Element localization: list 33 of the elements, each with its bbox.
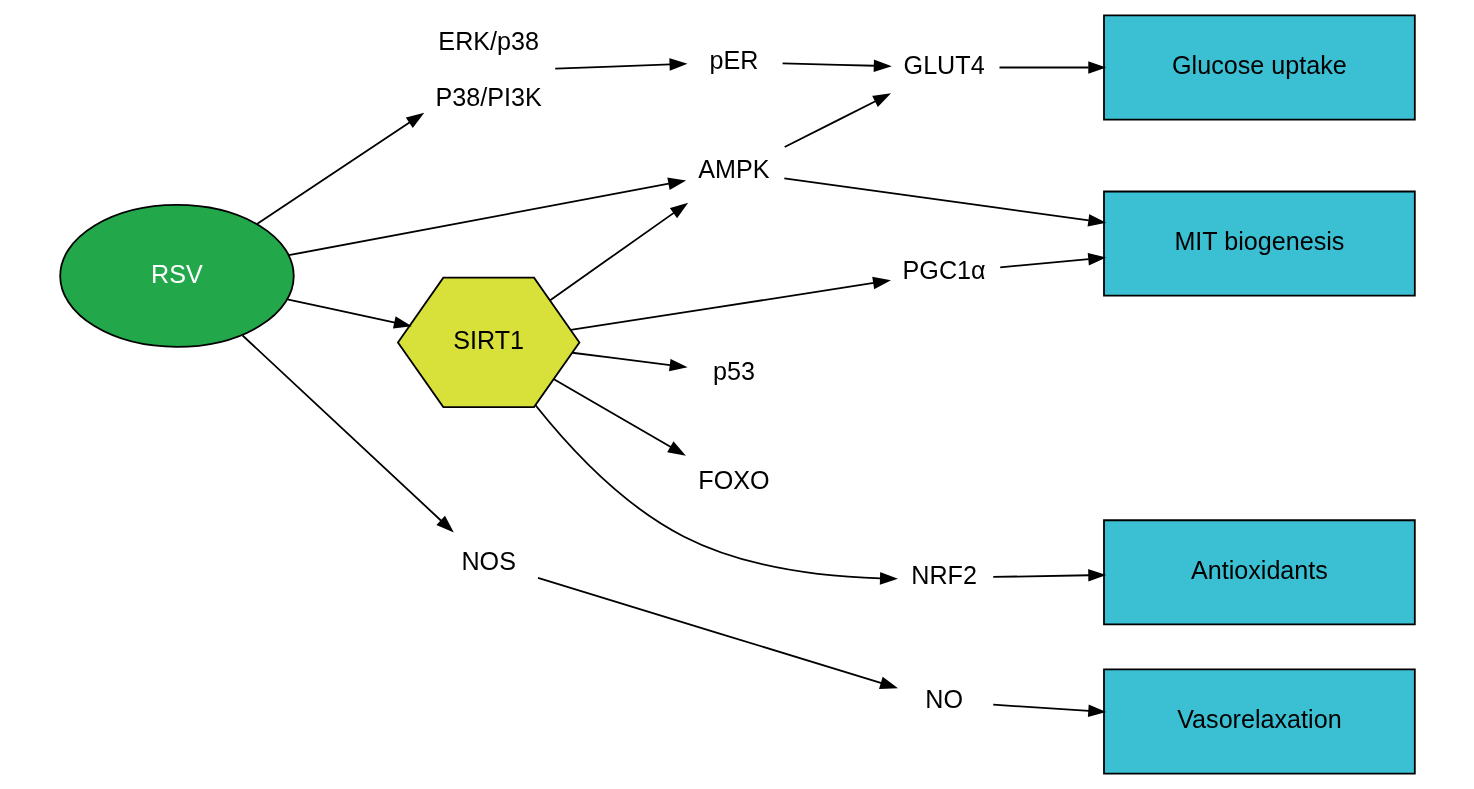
arrow bbox=[570, 351, 688, 372]
node-text: NOS bbox=[460, 547, 516, 576]
node-text: pER bbox=[708, 45, 758, 74]
arrow bbox=[998, 252, 1106, 269]
node-box: Antioxidants bbox=[1102, 519, 1416, 626]
arrow bbox=[548, 202, 688, 302]
node-text: NRF2 bbox=[910, 561, 977, 590]
arrow bbox=[536, 577, 898, 689]
arrow bbox=[998, 61, 1106, 74]
arrow bbox=[241, 334, 454, 533]
arrow bbox=[255, 112, 424, 225]
arrow bbox=[552, 378, 686, 456]
arrow bbox=[782, 177, 1106, 227]
node-text: ERK/p38 P38/PI3K bbox=[435, 26, 542, 111]
node-text: PGC1α bbox=[902, 255, 986, 284]
arrow bbox=[991, 703, 1106, 718]
arrow bbox=[783, 93, 891, 148]
node-text: NO bbox=[924, 685, 963, 714]
arrow bbox=[286, 298, 412, 329]
arrow bbox=[553, 58, 688, 71]
node-text: GLUT4 bbox=[903, 51, 985, 80]
arrow bbox=[287, 177, 686, 257]
arrow bbox=[991, 569, 1106, 582]
node-box: Vasorelaxation bbox=[1102, 668, 1416, 775]
node-text: FOXO bbox=[697, 466, 770, 495]
arrow bbox=[781, 59, 892, 73]
node-box: Glucose uptake bbox=[1102, 14, 1416, 121]
node-text: p53 bbox=[712, 356, 755, 385]
node-box: MIT biogenesis bbox=[1102, 190, 1416, 297]
node-text: AMPK bbox=[697, 155, 770, 184]
arrow bbox=[569, 276, 891, 331]
arrow bbox=[534, 404, 898, 585]
node-ellipse: RSV bbox=[58, 204, 295, 348]
